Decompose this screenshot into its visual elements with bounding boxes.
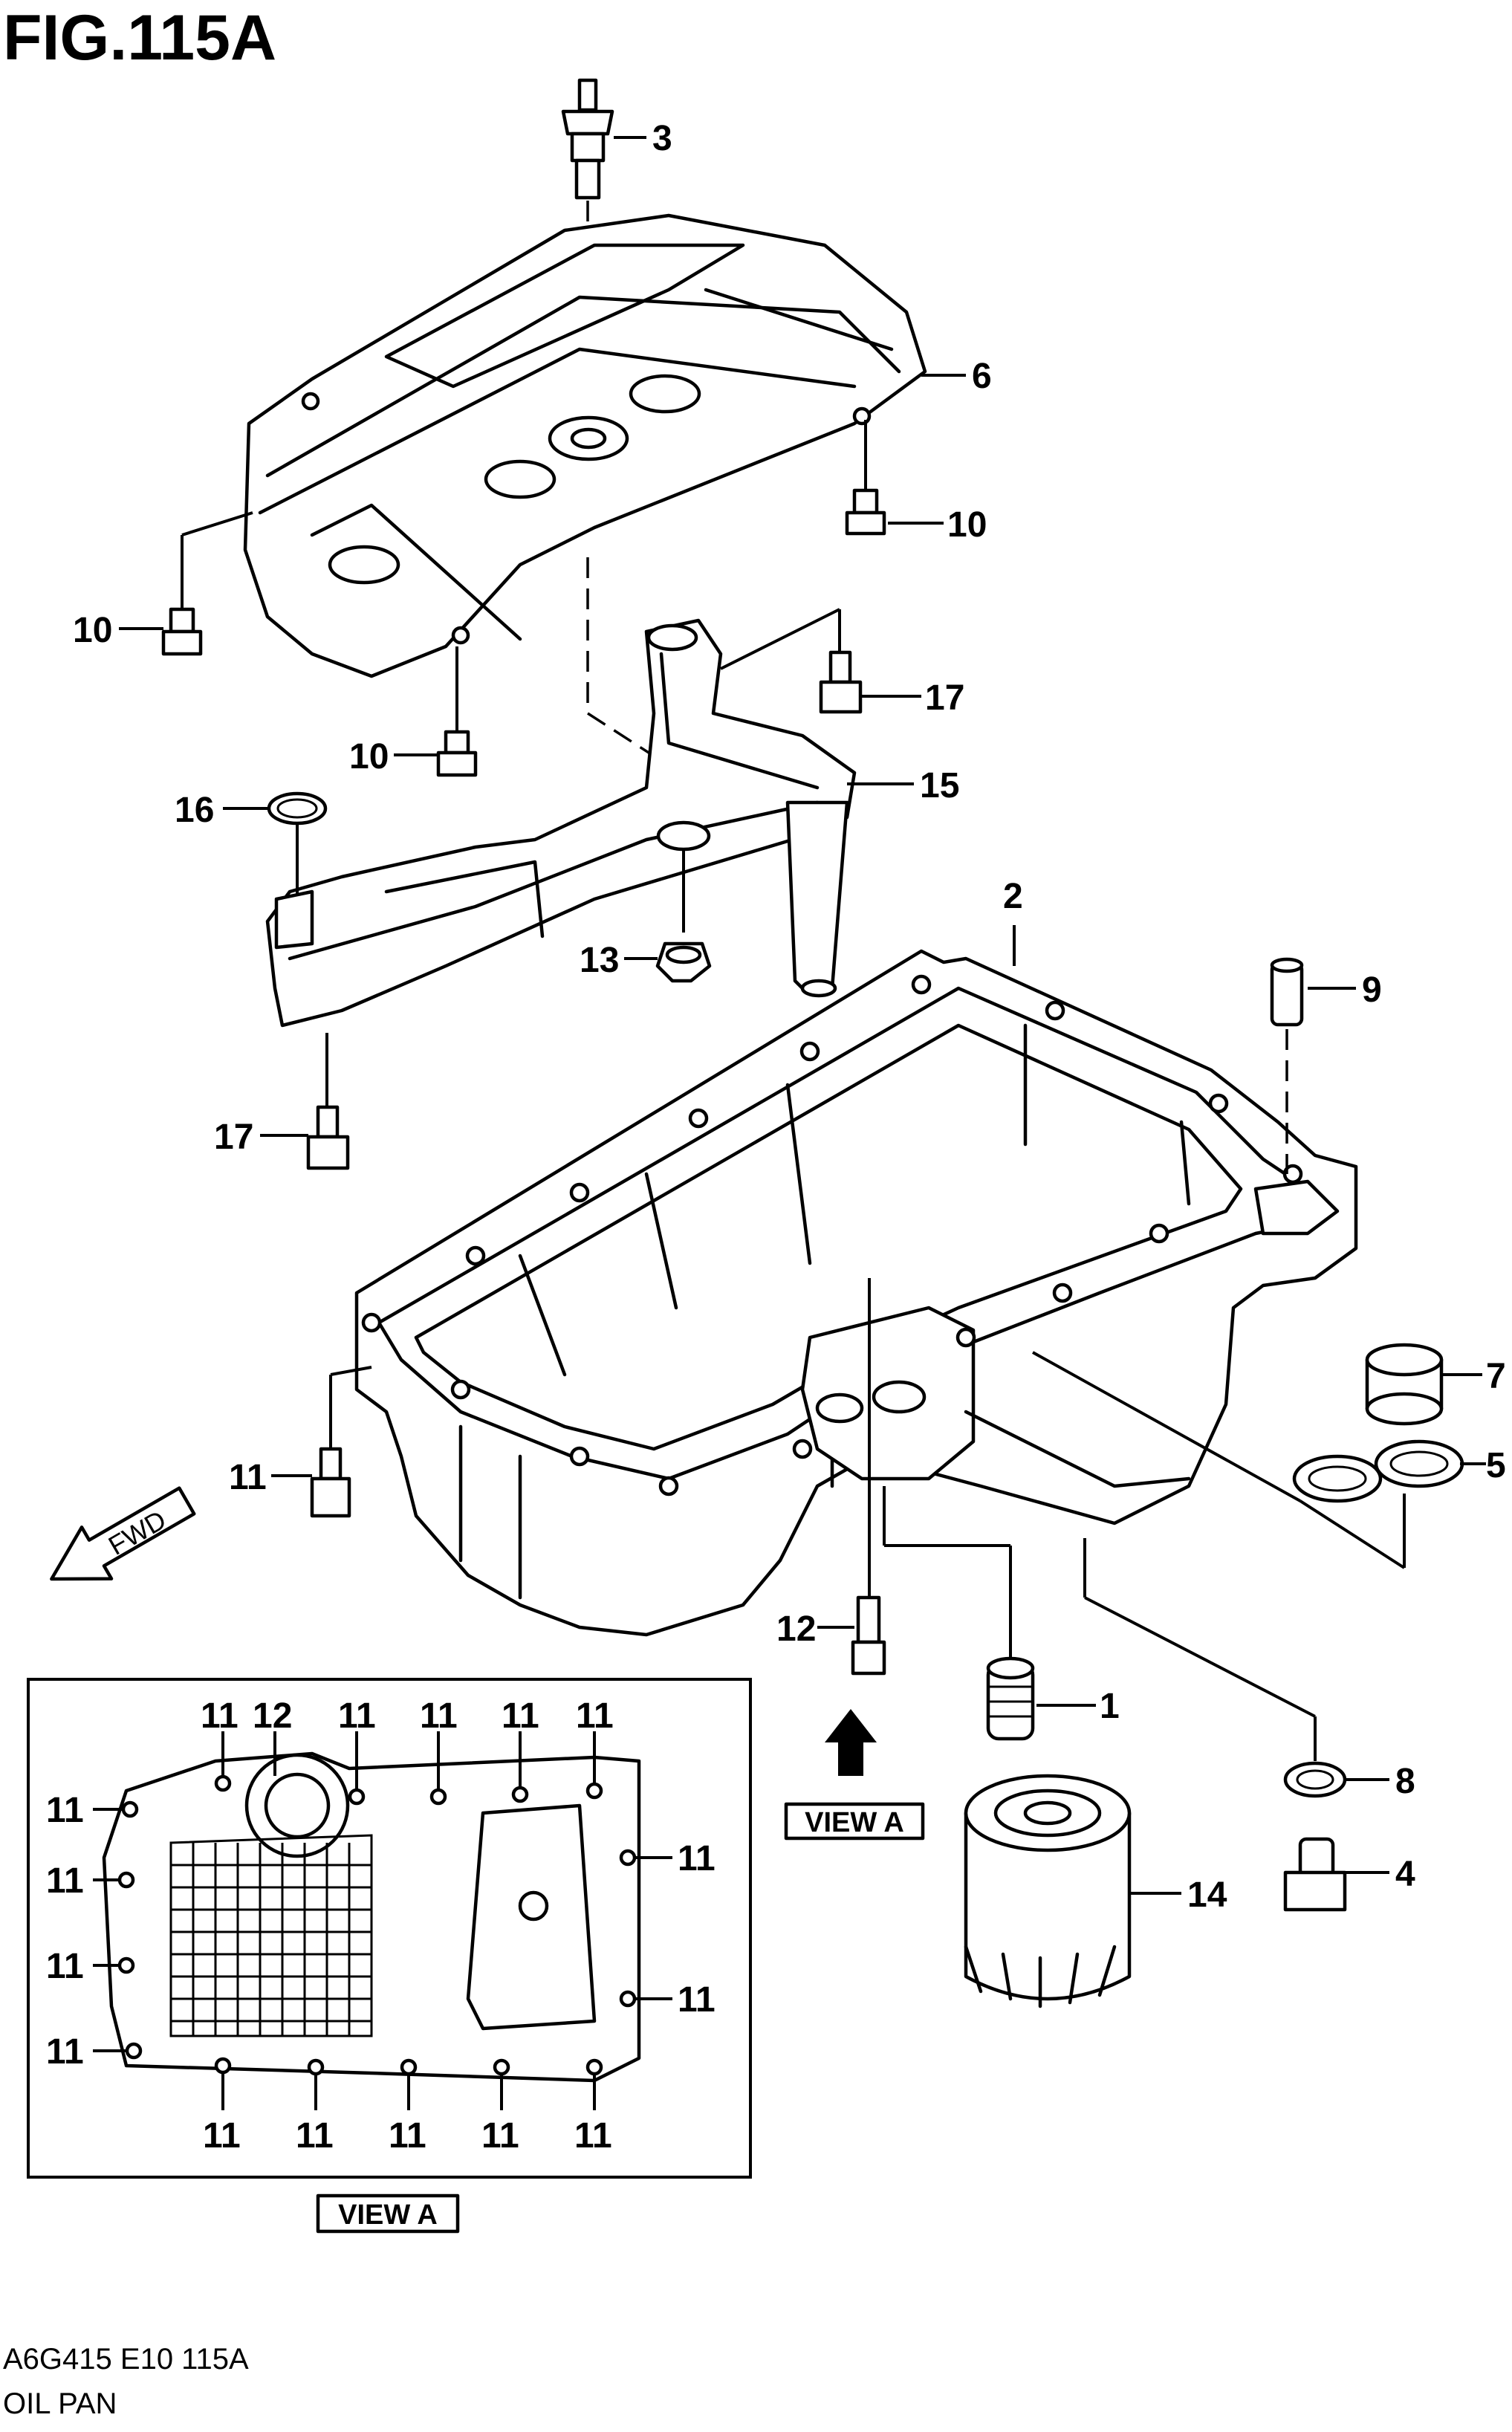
inset-grid (169, 1834, 373, 2037)
oil-filter-part-14 (964, 1774, 1132, 2008)
inset-callout-top-4: 11 (420, 1696, 458, 1736)
nut-part-13 (655, 941, 712, 983)
drain-plug-part-4 (1283, 1837, 1347, 1912)
callout-14: 14 (1187, 1875, 1227, 1915)
callout-12: 12 (776, 1609, 816, 1649)
inset-view-a-label: VIEW A (338, 2199, 438, 2231)
cap-part-7 (1365, 1343, 1444, 1426)
inset-callout-left-4: 11 (46, 2032, 84, 2072)
fwd-direction-arrow: FWD (50, 1486, 196, 1581)
view-a-arrow (825, 1709, 877, 1776)
bolt-part-10-right (845, 488, 886, 536)
bolt-part-10-bottom (436, 730, 478, 777)
inset-callout-bottom-5: 11 (574, 2116, 612, 2156)
bolt-part-17-upper (819, 650, 863, 714)
callout-9: 9 (1362, 970, 1382, 1010)
inset-callout-left-3: 11 (46, 1947, 84, 1986)
o-ring-part-16 (267, 791, 328, 826)
inset-view-a-label-box (316, 2193, 460, 2234)
inset-callout-bottom-2: 11 (296, 2116, 334, 2156)
baffle-plate-part-6 (243, 213, 927, 678)
inset-callout-bottom-3: 11 (389, 2116, 426, 2156)
bolt-part-3 (561, 78, 614, 200)
view-a-label: VIEW A (805, 1807, 904, 1838)
inset-callouts-bottom: 11 11 11 11 11 (203, 2116, 612, 2156)
view-a-label-box (784, 1802, 925, 1841)
dowel-pin-part-9 (1270, 957, 1304, 1027)
inset-callout-left-2: 11 (46, 1861, 84, 1901)
inset-callout-top-3: 11 (338, 1696, 376, 1736)
callout-7: 7 (1486, 1357, 1506, 1396)
callout-1: 1 (1100, 1687, 1120, 1726)
inset-callout-bottom-4: 11 (481, 2116, 519, 2156)
inset-pan-bottom-view (93, 1731, 672, 2110)
callout-16: 16 (175, 791, 214, 830)
callout-17-lower: 17 (214, 1118, 253, 1157)
footer-code: A6G415 E10 115A (3, 2343, 249, 2376)
callout-3: 3 (652, 119, 672, 158)
inset-callout-right-2: 11 (678, 1980, 716, 2020)
bolt-part-11 (310, 1447, 351, 1518)
callout-8: 8 (1395, 1762, 1415, 1801)
oil-pan-part-2 (354, 949, 1358, 1637)
inset-callouts-top: 11 12 11 11 11 11 (201, 1696, 614, 1736)
inset-callout-top-6: 11 (576, 1696, 614, 1736)
figure-title: FIG.115A (3, 2, 276, 74)
callout-5: 5 (1486, 1446, 1506, 1485)
bolt-part-10-left (161, 607, 203, 656)
callout-10-bottom: 10 (349, 737, 389, 776)
inset-callouts-left: 11 11 11 11 (46, 1791, 84, 2072)
plug-part-1 (986, 1656, 1035, 1741)
oil-strainer-part-15 (265, 618, 857, 1028)
bolt-part-17-lower (306, 1105, 350, 1170)
inset-callout-right-1: 11 (678, 1839, 716, 1878)
inset-callout-top-1: 11 (201, 1696, 239, 1736)
inset-callout-bottom-1: 11 (203, 2116, 241, 2156)
inset-callouts-right: 11 11 (678, 1839, 716, 2020)
callout-6: 6 (972, 357, 992, 396)
callout-11: 11 (229, 1458, 267, 1497)
gasket-part-5 (1292, 1439, 1464, 1503)
callout-10-left: 10 (73, 611, 112, 650)
washer-part-8 (1283, 1761, 1347, 1798)
bolt-part-12 (851, 1595, 886, 1676)
callout-13: 13 (580, 941, 619, 980)
pan-bolt-holes (361, 974, 1303, 1497)
callout-4: 4 (1395, 1855, 1415, 1894)
inset-callout-left-1: 11 (46, 1791, 84, 1830)
callout-2: 2 (1003, 877, 1023, 916)
callout-15: 15 (920, 766, 959, 805)
callout-17-upper: 17 (925, 678, 964, 718)
footer-name: OIL PAN (3, 2387, 117, 2420)
inset-callout-top-5: 11 (502, 1696, 539, 1736)
inset-callout-top-2: 12 (253, 1696, 292, 1736)
callout-10-right: 10 (947, 505, 987, 545)
